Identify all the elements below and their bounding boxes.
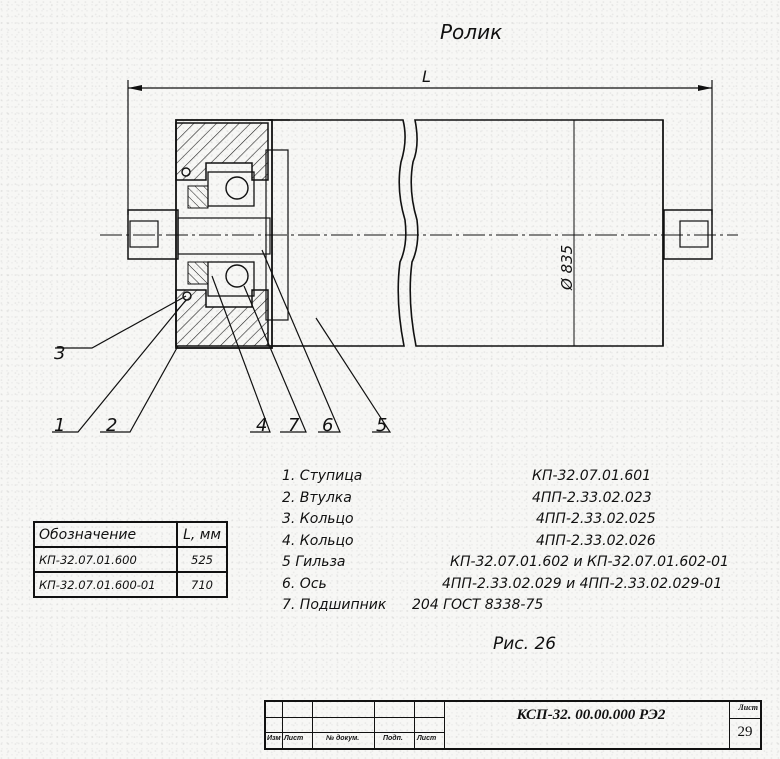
part-row: 3. Кольцо 4ПП-2.33.02.025 (282, 511, 742, 533)
column-doc-number: № докум. (326, 735, 360, 742)
part-row: 2. Втулка 4ПП-2.33.02.023 (282, 490, 742, 512)
part-code: 4ПП-2.33.02.029 и 4ПП-2.33.02.029-01 (442, 575, 723, 592)
bearing-top (181, 167, 255, 209)
table-cell: 710 (176, 571, 228, 598)
diameter-label: Ø 835 (558, 245, 576, 291)
roller-drawing: Ролик L (52, 20, 738, 436)
part-code: КП-32.07.01.601 (532, 468, 652, 484)
callout-5: 5 (376, 415, 387, 436)
column-signature: Подп. (383, 735, 403, 742)
callout-leaders (52, 249, 392, 433)
figure-caption: Рис. 26 (493, 634, 557, 654)
callout-1: 1 (54, 415, 65, 436)
part-name: 3. Кольцо (282, 511, 354, 527)
part-code: КП-32.07.01.602 и КП-32.07.01.602-01 (450, 554, 729, 570)
roller-shell (270, 119, 664, 347)
callout-2: 2 (106, 415, 117, 436)
part-name: 2. Втулка (282, 489, 352, 506)
table-header-row: Обозначение L, мм (33, 521, 228, 548)
designation-table: Обозначение L, мм КП-32.07.01.600 525 КП… (33, 521, 228, 598)
part-row: 1. Ступица КП-32.07.01.601 (282, 468, 742, 490)
table-cell: КП-32.07.01.600-01 (33, 571, 178, 598)
table-cell: 525 (176, 546, 228, 573)
part-name: 1. Ступица (282, 468, 363, 484)
part-code: 4ПП-2.33.02.023 (532, 489, 652, 506)
drawing-title: Ролик (440, 20, 502, 44)
part-code: 4ПП-2.33.02.025 (536, 511, 656, 527)
callout-7: 7 (288, 415, 300, 436)
part-code: 204 ГОСТ 8338-75 (412, 597, 544, 613)
column-sheet-2: Лист (417, 735, 437, 742)
part-row: 4. Кольцо 4ПП-2.33.02.026 (282, 533, 742, 555)
callout-6: 6 (322, 415, 333, 436)
column-change: Изм (267, 735, 281, 742)
callout-numbers: 3 1 2 4 7 6 5 (54, 343, 387, 436)
part-row: 5 Гильза КП-32.07.01.602 и КП-32.07.01.6… (282, 554, 742, 576)
parts-list: 1. Ступица КП-32.07.01.601 2. Втулка 4ПП… (282, 468, 742, 619)
part-name: 7. Подшипник (282, 597, 387, 613)
table-row: КП-32.07.01.600-01 710 (33, 571, 228, 598)
column-sheet: Лист (284, 735, 304, 742)
sheet-label: Лист (738, 703, 758, 712)
callout-4: 4 (256, 415, 267, 436)
header-designation: Обозначение (33, 521, 178, 548)
part-name: 5 Гильза (282, 554, 346, 570)
header-length: L, мм (176, 521, 228, 548)
callout-3: 3 (54, 343, 65, 364)
part-name: 4. Кольцо (282, 532, 354, 549)
length-label: L (422, 67, 431, 86)
title-block: Изм Лист № докум. Подп. Лист КСП-32. 00.… (264, 700, 762, 750)
part-row: 6. Ось 4ПП-2.33.02.029 и 4ПП-2.33.02.029… (282, 576, 742, 598)
part-row: 7. Подшипник 204 ГОСТ 8338-75 (282, 597, 742, 619)
bearing-bottom (182, 261, 255, 301)
part-code: 4ПП-2.33.02.026 (536, 532, 656, 549)
table-row: КП-32.07.01.600 525 (33, 546, 228, 573)
axle-ends (127, 209, 713, 260)
table-cell: КП-32.07.01.600 (33, 546, 178, 573)
part-name: 6. Ось (282, 575, 327, 592)
sheet-number: 29 (737, 724, 753, 740)
document-code: КСП-32. 00.00.000 РЭ2 (516, 707, 666, 723)
dimension-length: L (127, 67, 713, 215)
hub-section (175, 119, 290, 349)
